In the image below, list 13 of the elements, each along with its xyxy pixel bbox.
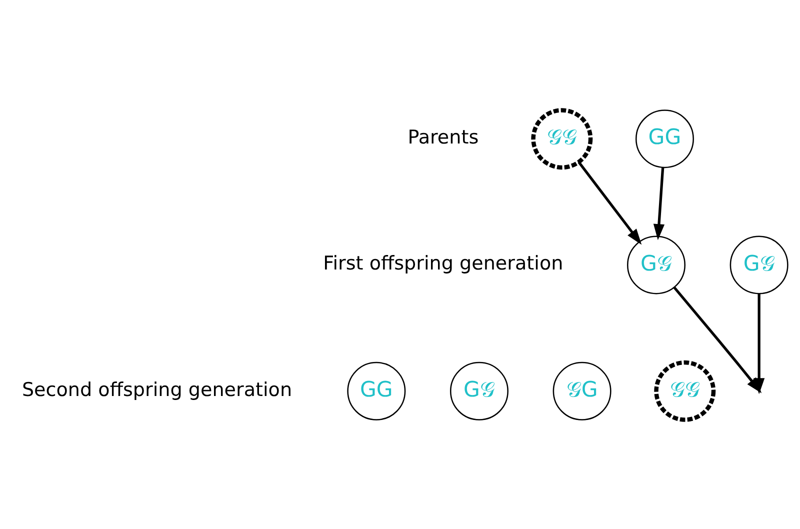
node-circle: G𝒢 bbox=[450, 361, 508, 420]
node-circle: 𝒢G bbox=[552, 361, 612, 420]
label: Parents bbox=[408, 126, 479, 148]
node-circle: G𝒢 bbox=[730, 235, 788, 294]
node-circle: GG bbox=[347, 361, 406, 420]
label: Second offspring generation bbox=[22, 378, 292, 400]
node-circle: 𝒢𝒢 bbox=[531, 108, 593, 170]
node-circle: G𝒢 bbox=[627, 235, 686, 294]
node-circle: GG bbox=[635, 109, 694, 168]
node-circle: 𝒢𝒢 bbox=[654, 360, 716, 422]
label: First offspring generation bbox=[323, 252, 564, 274]
arrow bbox=[653, 166, 665, 240]
arrow bbox=[578, 160, 642, 244]
